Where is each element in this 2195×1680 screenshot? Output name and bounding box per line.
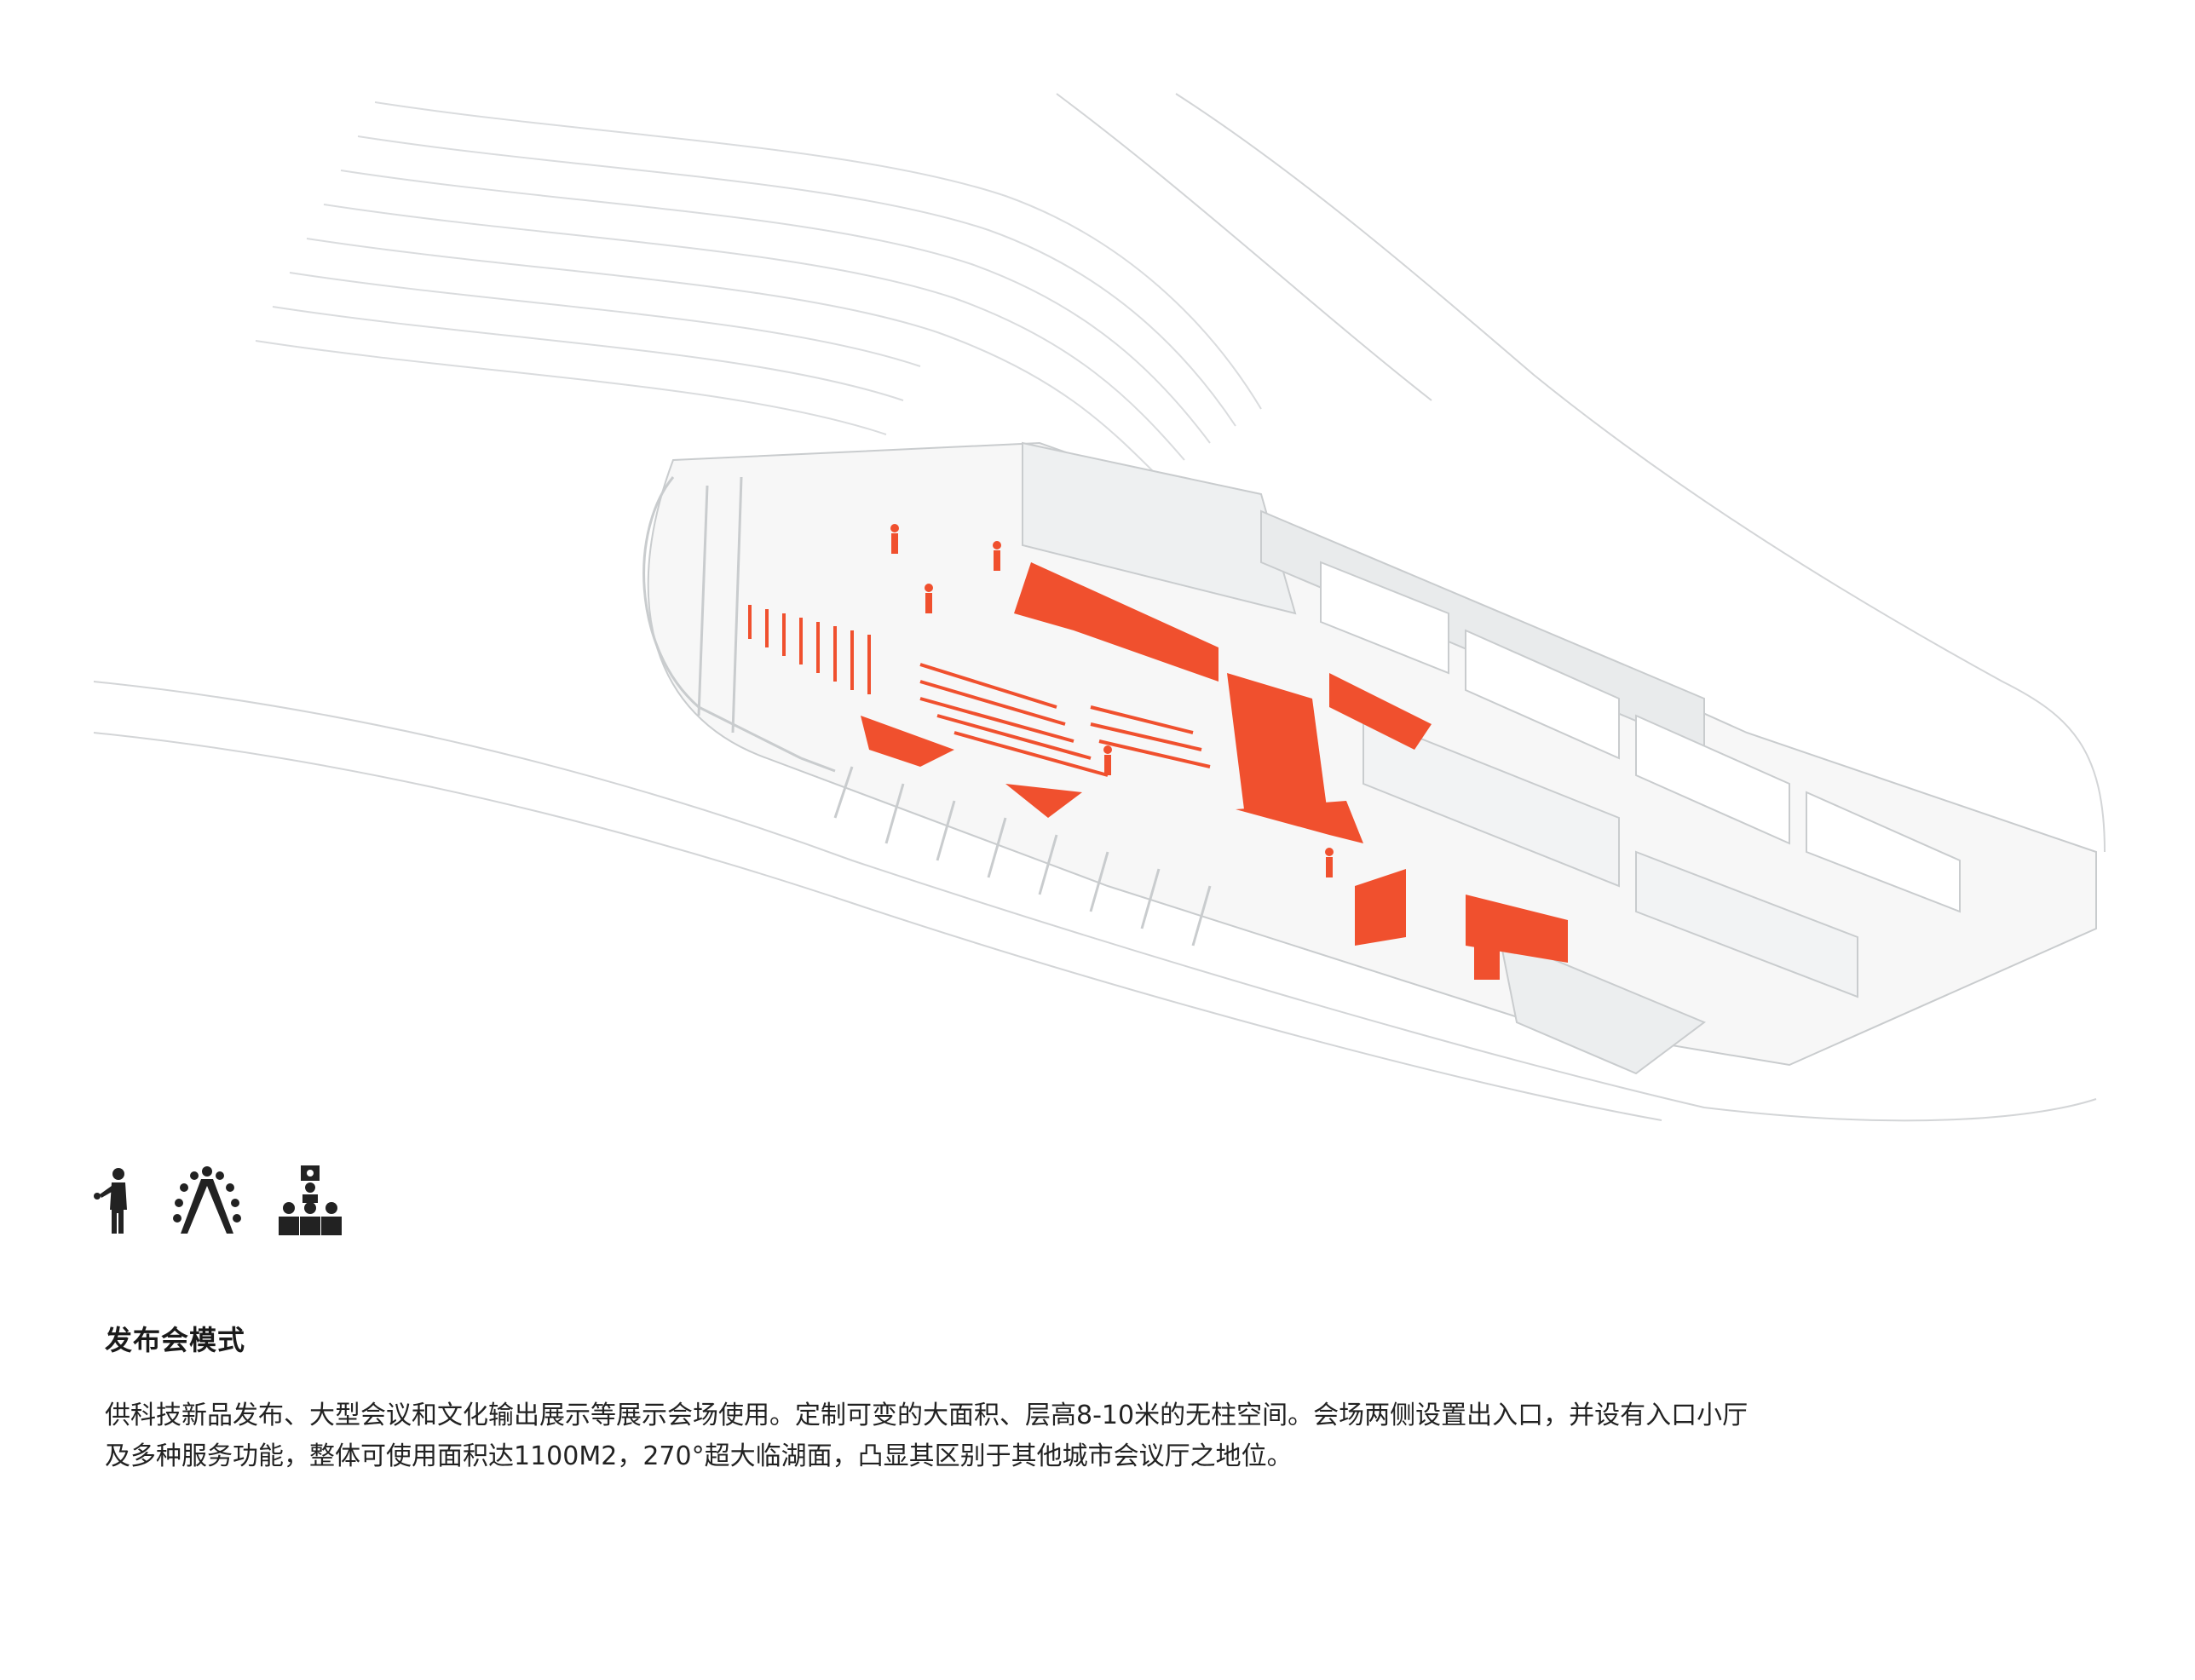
description-line-2: 及多种服务功能，整体可使用面积达1100M2，270°超大临湖面，凸显其区别于其… [105, 1441, 1293, 1471]
facade-fins [642, 476, 1212, 946]
people-figures [890, 524, 1334, 877]
contour-lines [255, 101, 1262, 478]
axonometric-drawing [93, 93, 2106, 1122]
seating-rows[interactable] [748, 605, 1211, 777]
building-mass [647, 441, 2097, 1075]
description: 供科技新品发布、大型会议和文化输出展示等展示会场使用。定制可变的大面积、层高8-… [105, 1395, 2116, 1477]
audience-lecture-icon [279, 1165, 342, 1235]
roundtable-meeting-icon [173, 1166, 241, 1234]
terrain [93, 93, 2106, 1122]
mode-icons [89, 1165, 362, 1235]
presenter-icon [94, 1168, 127, 1234]
page-title: 发布会模式 [105, 1324, 246, 1356]
auditorium [861, 562, 1568, 980]
description-line-1: 供科技新品发布、大型会议和文化输出展示等展示会场使用。定制可变的大面积、层高8-… [105, 1401, 1749, 1430]
